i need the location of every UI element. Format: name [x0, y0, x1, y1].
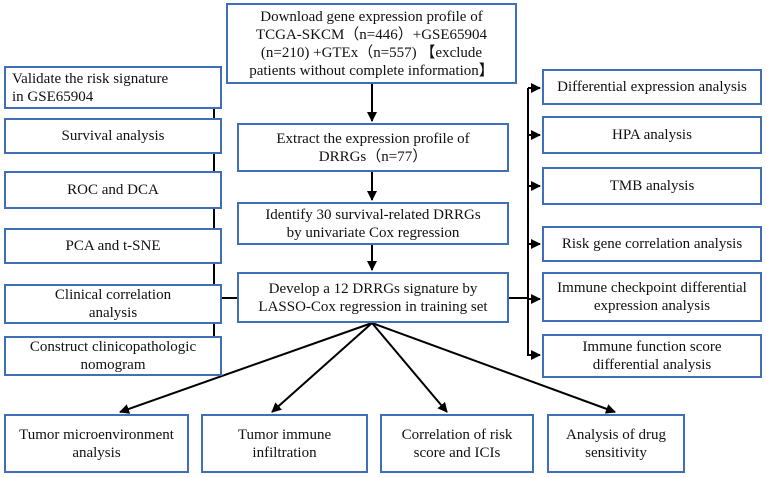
roc-dca-box: ROC and DCA — [4, 171, 222, 209]
arrow-to-ici — [371, 322, 448, 413]
pca-tsne-box: PCA and t-SNE — [4, 228, 222, 264]
tmb-analysis-box: TMB analysis — [542, 167, 762, 205]
arrow-to-tme — [119, 322, 373, 414]
arrow-to-infiltration — [271, 322, 373, 413]
hpa-analysis-box: HPA analysis — [542, 116, 762, 154]
risk-gene-correlation-box: Risk gene correlation analysis — [542, 226, 762, 262]
differential-expression-box: Differential expression analysis — [542, 69, 762, 105]
arrow-to-drug — [371, 322, 616, 414]
survival-analysis-box: Survival analysis — [4, 118, 222, 154]
